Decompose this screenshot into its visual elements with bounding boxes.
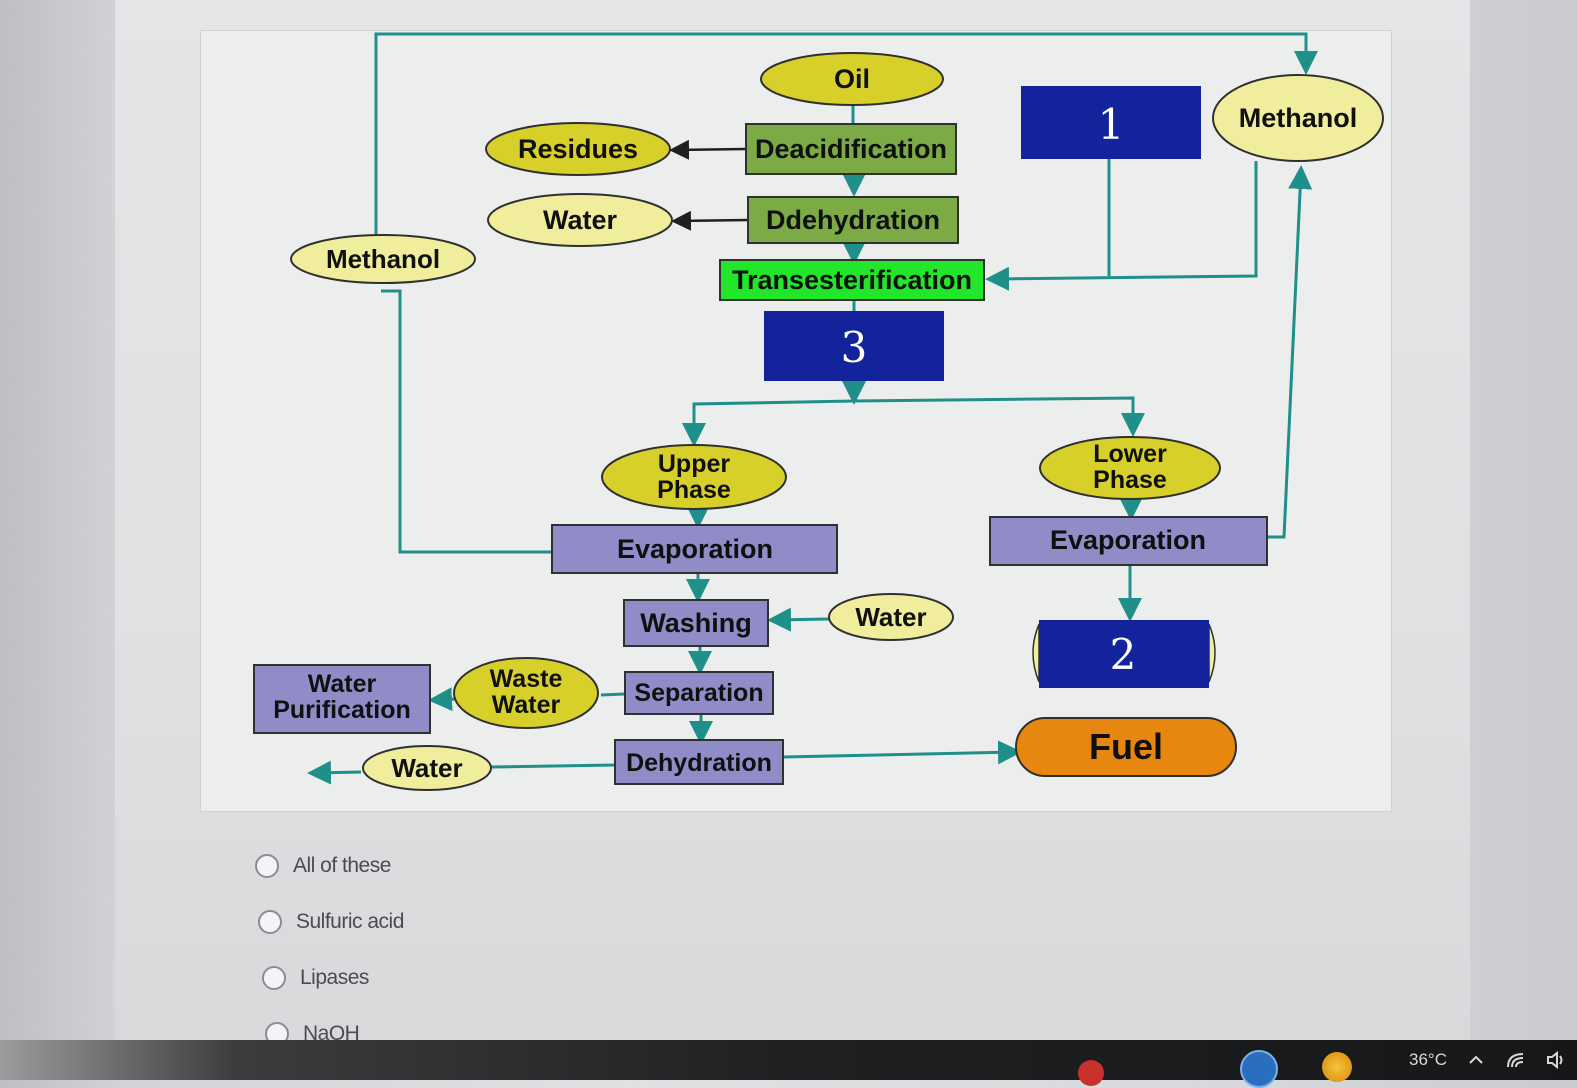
washing-node: Washing bbox=[623, 599, 769, 647]
option-all-of-these[interactable]: All of these bbox=[255, 838, 404, 894]
methanol-right-node: Methanol bbox=[1212, 74, 1384, 162]
chevron-up-icon[interactable] bbox=[1465, 1049, 1487, 1071]
arrow-evaporation-to-methanol-right bbox=[1267, 165, 1313, 539]
dehydration-node: Dehydration bbox=[614, 739, 784, 785]
oil-node: Oil bbox=[760, 52, 944, 106]
option-label: NaOH bbox=[303, 1022, 360, 1045]
option-label: All of these bbox=[293, 854, 391, 877]
ddehydration-node: Ddehydration bbox=[747, 196, 959, 244]
connector-lines bbox=[307, 32, 1318, 785]
fuel-node: Fuel bbox=[1015, 717, 1237, 777]
deacidification-node: Deacidification bbox=[745, 123, 957, 175]
black-arrows bbox=[669, 139, 749, 231]
box-3-node: 3 bbox=[764, 311, 944, 381]
upper-phase-label-2: Phase bbox=[657, 476, 731, 504]
water-top-label: Water bbox=[543, 205, 618, 235]
fuel-label: Fuel bbox=[1089, 726, 1163, 767]
transesterification-node: Transesterification bbox=[719, 259, 985, 301]
lower-phase-label-2: Phase bbox=[1093, 466, 1167, 494]
diagram-canvas: Oil Residues Deacidification Water Ddehy… bbox=[253, 32, 1384, 791]
oil-label: Oil bbox=[834, 64, 870, 94]
system-tray: 36°C bbox=[1409, 1040, 1567, 1080]
arrow-methanol-recycle-top bbox=[374, 32, 1318, 236]
taskbar: 36°C bbox=[0, 1040, 1577, 1080]
methanol-left-label: Methanol bbox=[326, 244, 440, 274]
waste-water-label-1: Waste bbox=[490, 665, 563, 693]
upper-phase-node: Upper Phase bbox=[601, 444, 787, 510]
box-2-label: 2 bbox=[1110, 630, 1137, 679]
temperature-readout[interactable]: 36°C bbox=[1409, 1050, 1447, 1069]
box-2-node: 2 bbox=[1032, 620, 1216, 688]
waste-water-node: Waste Water bbox=[453, 657, 599, 729]
arrow-deacid-to-residues bbox=[669, 139, 747, 160]
methanol-left-node: Methanol bbox=[290, 234, 476, 284]
water-purification-node: Water Purification bbox=[253, 664, 431, 734]
lower-phase-label-1: Lower bbox=[1093, 440, 1167, 468]
arrow-water-to-washing bbox=[767, 607, 830, 632]
evaporation-right-node: Evaporation bbox=[989, 516, 1268, 566]
deacidification-label: Deacidification bbox=[755, 134, 947, 164]
help-icon[interactable] bbox=[1240, 1050, 1278, 1088]
separation-label: Separation bbox=[634, 679, 763, 707]
radio-button[interactable] bbox=[255, 854, 279, 878]
app-icon[interactable] bbox=[1078, 1060, 1104, 1086]
water-bottom-label: Water bbox=[391, 753, 462, 783]
box-1-label: 1 bbox=[1098, 100, 1125, 149]
option-label: Sulfuric acid bbox=[296, 910, 404, 933]
ddehydration-label: Ddehydration bbox=[766, 205, 940, 235]
water-top-node: Water bbox=[487, 193, 673, 247]
arrow-water-out bbox=[307, 760, 362, 785]
speaker-icon[interactable] bbox=[1545, 1049, 1567, 1071]
water-purification-label-2: Purification bbox=[273, 696, 411, 724]
residues-node: Residues bbox=[485, 122, 671, 176]
wifi-icon[interactable] bbox=[1505, 1049, 1527, 1071]
waste-water-label-2: Water bbox=[492, 691, 561, 719]
arrow-dehyd-to-fuel bbox=[782, 740, 1022, 765]
box-3-label: 3 bbox=[841, 323, 868, 372]
arrow-ddehyd-to-water bbox=[671, 210, 749, 231]
evaporation-left-label: Evaporation bbox=[617, 534, 773, 564]
arrow-methanol-to-trans bbox=[985, 161, 1258, 291]
lower-phase-node: Lower Phase bbox=[1039, 436, 1221, 500]
answer-options: All of these Sulfuric acid Lipases NaOH bbox=[255, 838, 404, 1062]
radio-button[interactable] bbox=[258, 910, 282, 934]
water-washing-label: Water bbox=[855, 602, 926, 632]
arrow-separation-to-waste bbox=[600, 692, 625, 697]
dehydration-label: Dehydration bbox=[626, 749, 772, 777]
residues-label: Residues bbox=[518, 134, 638, 164]
washing-label: Washing bbox=[640, 608, 752, 638]
water-purification-label-1: Water bbox=[308, 670, 377, 698]
evaporation-right-label: Evaporation bbox=[1050, 525, 1206, 555]
upper-phase-label-1: Upper bbox=[658, 450, 731, 478]
arrow-waste-to-purification bbox=[428, 687, 457, 712]
weather-icon[interactable] bbox=[1322, 1052, 1352, 1082]
evaporation-left-node: Evaporation bbox=[551, 524, 838, 574]
separation-node: Separation bbox=[624, 671, 774, 715]
option-sulfuric-acid[interactable]: Sulfuric acid bbox=[258, 894, 404, 950]
arrow-split-upper bbox=[682, 399, 855, 447]
biodiesel-process-diagram: Oil Residues Deacidification Water Ddehy… bbox=[200, 30, 1392, 812]
option-label: Lipases bbox=[300, 966, 369, 989]
water-bottom-node: Water bbox=[362, 745, 492, 791]
water-washing-node: Water bbox=[828, 593, 954, 641]
arrow-evaporation-to-methanol bbox=[381, 289, 551, 554]
arrow-split-lower bbox=[853, 396, 1145, 437]
box-1-node: 1 bbox=[1021, 86, 1201, 159]
transesterification-label: Transesterification bbox=[732, 265, 972, 295]
radio-button[interactable] bbox=[262, 966, 286, 990]
option-lipases[interactable]: Lipases bbox=[262, 950, 404, 1006]
methanol-right-label: Methanol bbox=[1239, 103, 1358, 133]
arrow-dehyd-to-water bbox=[490, 763, 616, 769]
